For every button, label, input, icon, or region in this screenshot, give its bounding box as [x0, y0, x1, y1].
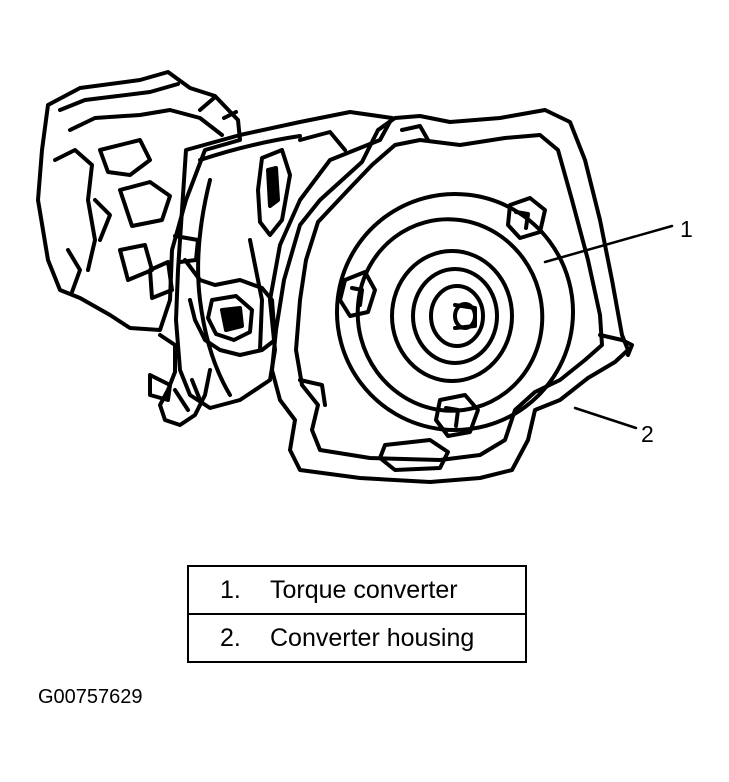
converter-housing — [270, 108, 634, 484]
legend-label: Converter housing — [270, 623, 475, 652]
legend-row: 2. Converter housing — [187, 613, 527, 663]
callout-number-2: 2 — [641, 421, 654, 447]
legend-cell: 1. Torque converter — [187, 565, 527, 615]
legend-table: 1. Torque converter 2. Converter housing — [187, 565, 527, 663]
figure-id: G00757629 — [38, 686, 143, 708]
transmission-case-rear — [36, 70, 242, 332]
legend-cell: 2. Converter housing — [187, 613, 527, 663]
callout-number-1: 1 — [680, 216, 693, 242]
leader-line-2 — [573, 406, 638, 430]
legend-label: Torque converter — [270, 575, 458, 604]
torque-converter — [335, 192, 575, 438]
transmission-illustration — [36, 70, 674, 484]
legend-row: 1. Torque converter — [187, 565, 527, 615]
shift-linkage-bracket — [148, 234, 277, 427]
transmission-case-main — [174, 110, 394, 410]
leader-line-1 — [543, 224, 674, 264]
legend-number: 2. — [220, 623, 241, 652]
legend-number: 1. — [220, 575, 241, 604]
